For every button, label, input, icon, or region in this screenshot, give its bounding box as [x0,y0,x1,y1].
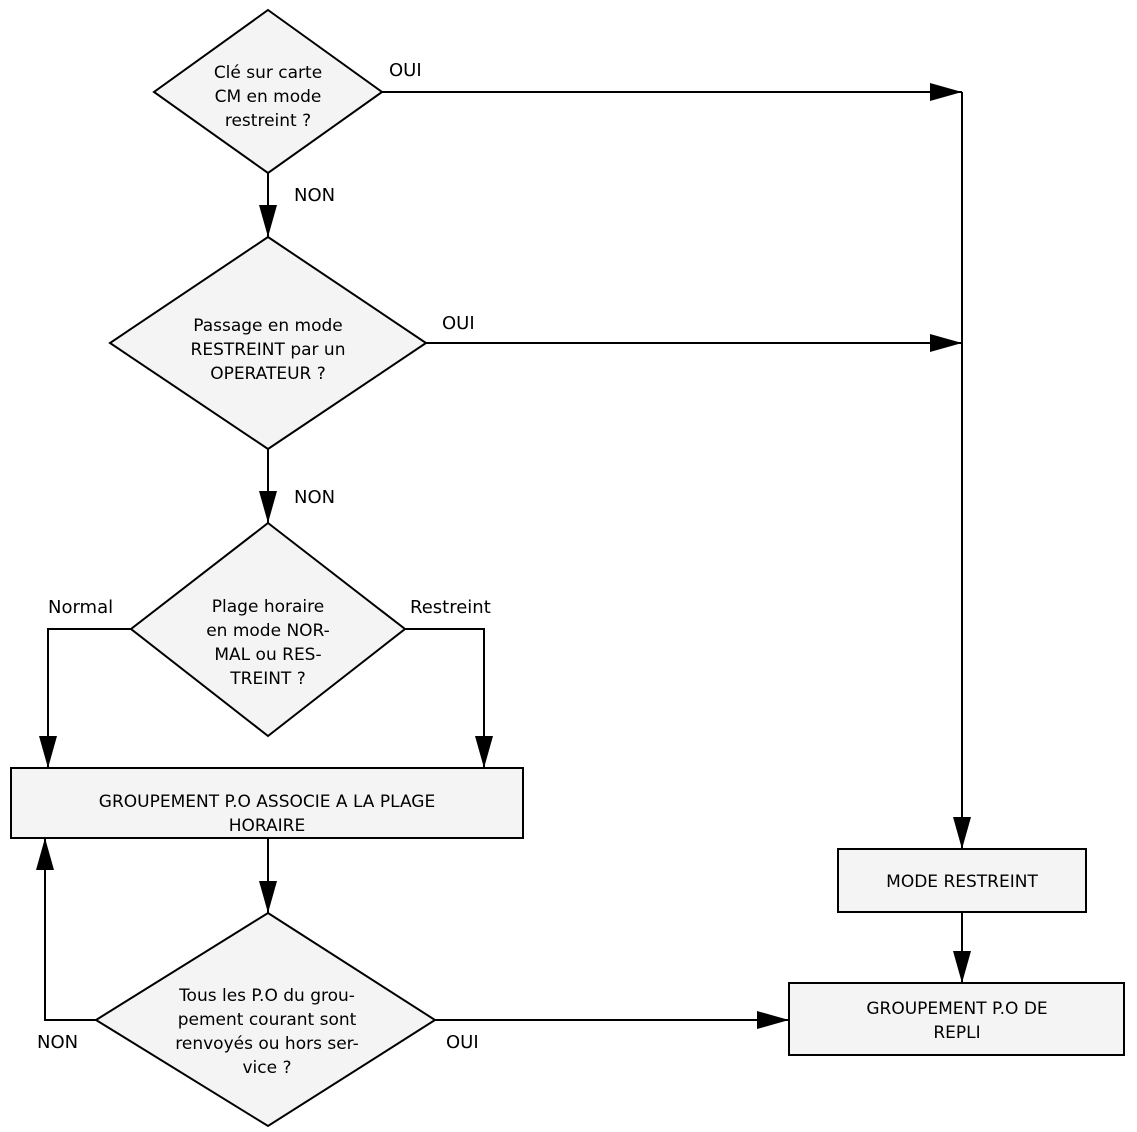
connector-d2-yes [426,334,962,352]
label-d4-oui: OUI [446,1032,479,1053]
decision-plage-horaire-line-3: MAL ou RES- [214,645,321,665]
decision-cle-carte: Clé sur carte CM en mode restreint ? [152,8,384,175]
decision-cle-carte-line-2: CM en mode [215,87,322,107]
decision-tous-po-renvoyes-line-4: vice ? [242,1058,291,1078]
process-mode-restreint: MODE RESTREINT [837,848,1087,913]
label-d4-non: NON [37,1032,78,1053]
label-d3-normal: Normal [48,597,113,618]
process-groupement-repli: GROUPEMENT P.O DE REPLI [788,982,1125,1056]
decision-passage-operateur-line-3: OPERATEUR ? [210,364,326,384]
process-groupement-plage-horaire-line-1: GROUPEMENT P.O ASSOCIE A LA PLAGE [99,792,435,812]
process-groupement-plage-horaire: GROUPEMENT P.O ASSOCIE A LA PLAGE HORAIR… [10,767,524,839]
decision-passage-operateur-line-2: RESTREINT par un [191,340,346,360]
process-mode-restreint-line-1: MODE RESTREINT [886,872,1038,892]
decision-tous-po-renvoyes-line-1: Tous les P.O du grou- [178,986,355,1006]
label-d1-non: NON [294,185,335,206]
connector-plage-to-d4 [259,838,277,913]
decision-plage-horaire-line-4: TREINT ? [229,669,305,689]
connector-right-vertical [953,92,971,849]
label-d2-non: NON [294,487,335,508]
label-d3-restreint: Restreint [410,597,491,618]
decision-tous-po-renvoyes-line-3: renvoyés ou hors ser- [175,1034,358,1054]
process-groupement-plage-horaire-line-2: HORAIRE [229,816,305,836]
process-groupement-repli-line-2: REPLI [933,1023,980,1043]
decision-cle-carte-line-1: Clé sur carte [214,63,322,83]
label-d1-oui: OUI [389,60,422,81]
process-groupement-repli-line-1: GROUPEMENT P.O DE [866,999,1047,1019]
decision-tous-po-renvoyes: Tous les P.O du grou- pement courant son… [94,911,437,1128]
label-d2-oui: OUI [442,313,475,334]
connector-d3-restreint [405,628,493,768]
decision-passage-operateur-line-1: Passage en mode [193,316,343,336]
decision-plage-horaire-line-2: en mode NOR- [206,621,330,641]
connector-d1-no [259,173,277,237]
connector-d2-no [259,449,277,523]
decision-plage-horaire: Plage horaire en mode NOR- MAL ou RES- T… [129,521,407,738]
connector-d1-yes [382,83,962,101]
connector-d4-no [36,838,96,1021]
decision-cle-carte-line-3: restreint ? [225,111,311,131]
connector-d4-yes [435,1011,789,1029]
decision-passage-operateur: Passage en mode RESTREINT par un OPERATE… [108,235,428,451]
decision-tous-po-renvoyes-line-2: pement courant sont [178,1010,357,1030]
decision-plage-horaire-line-1: Plage horaire [212,597,324,617]
connector-d3-normal [39,628,131,768]
connector-mode-to-repli [953,912,971,983]
